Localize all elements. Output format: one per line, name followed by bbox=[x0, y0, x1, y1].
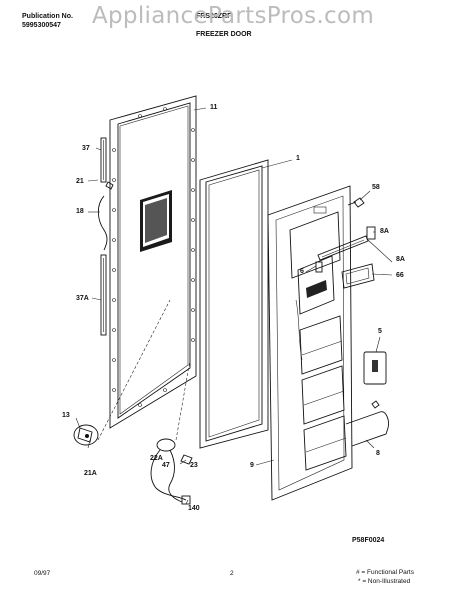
figure-code: P58F0024 bbox=[352, 537, 385, 544]
callout-22a: 22A bbox=[150, 455, 163, 462]
door-handle-trim bbox=[97, 137, 114, 336]
callout-47: 47 bbox=[162, 462, 170, 469]
callout-5: 5 bbox=[378, 328, 382, 335]
callout-13: 13 bbox=[62, 412, 70, 419]
callout-21a: 21A bbox=[84, 470, 97, 477]
wire-harness bbox=[150, 438, 193, 505]
callout-18: 18 bbox=[76, 208, 84, 215]
callout-9: 9 bbox=[250, 462, 254, 469]
callout-21: 21 bbox=[76, 178, 84, 185]
callout-8a-upper: 8A bbox=[380, 228, 389, 235]
publication-label: Publication No. bbox=[22, 13, 73, 20]
callout-11: 11 bbox=[210, 104, 218, 111]
door-liner bbox=[267, 185, 353, 501]
callout-37a: 37A bbox=[76, 295, 89, 302]
callout-58: 58 bbox=[372, 184, 380, 191]
leader-lines bbox=[75, 107, 393, 505]
outer-door-panel bbox=[109, 95, 197, 429]
legend-non-illustrated: * = Non-Illustrated bbox=[358, 578, 411, 585]
callout-1: 1 bbox=[296, 155, 300, 162]
footer-date: 09/97 bbox=[34, 570, 51, 577]
callout-66: 66 bbox=[396, 272, 404, 279]
callout-37: 37 bbox=[82, 145, 90, 152]
hinge-bracket bbox=[73, 424, 99, 446]
callout-23: 23 bbox=[190, 462, 198, 469]
model-number: FRS26ZRF bbox=[196, 13, 232, 20]
footer-page: 2 bbox=[230, 570, 234, 577]
legend-functional: # = Functional Parts bbox=[356, 569, 414, 576]
section-title: FREEZER DOOR bbox=[196, 31, 252, 38]
callout-8: 8 bbox=[376, 450, 380, 457]
callout-140: 140 bbox=[188, 505, 200, 512]
callout-6: 6 bbox=[300, 268, 304, 275]
callout-8a-lower: 8A bbox=[396, 256, 405, 263]
publication-number: 5995300547 bbox=[22, 22, 61, 29]
door-gasket bbox=[199, 159, 269, 449]
watermark: AppliancePartsPros.com bbox=[92, 3, 375, 29]
dispenser-parts bbox=[315, 197, 389, 447]
